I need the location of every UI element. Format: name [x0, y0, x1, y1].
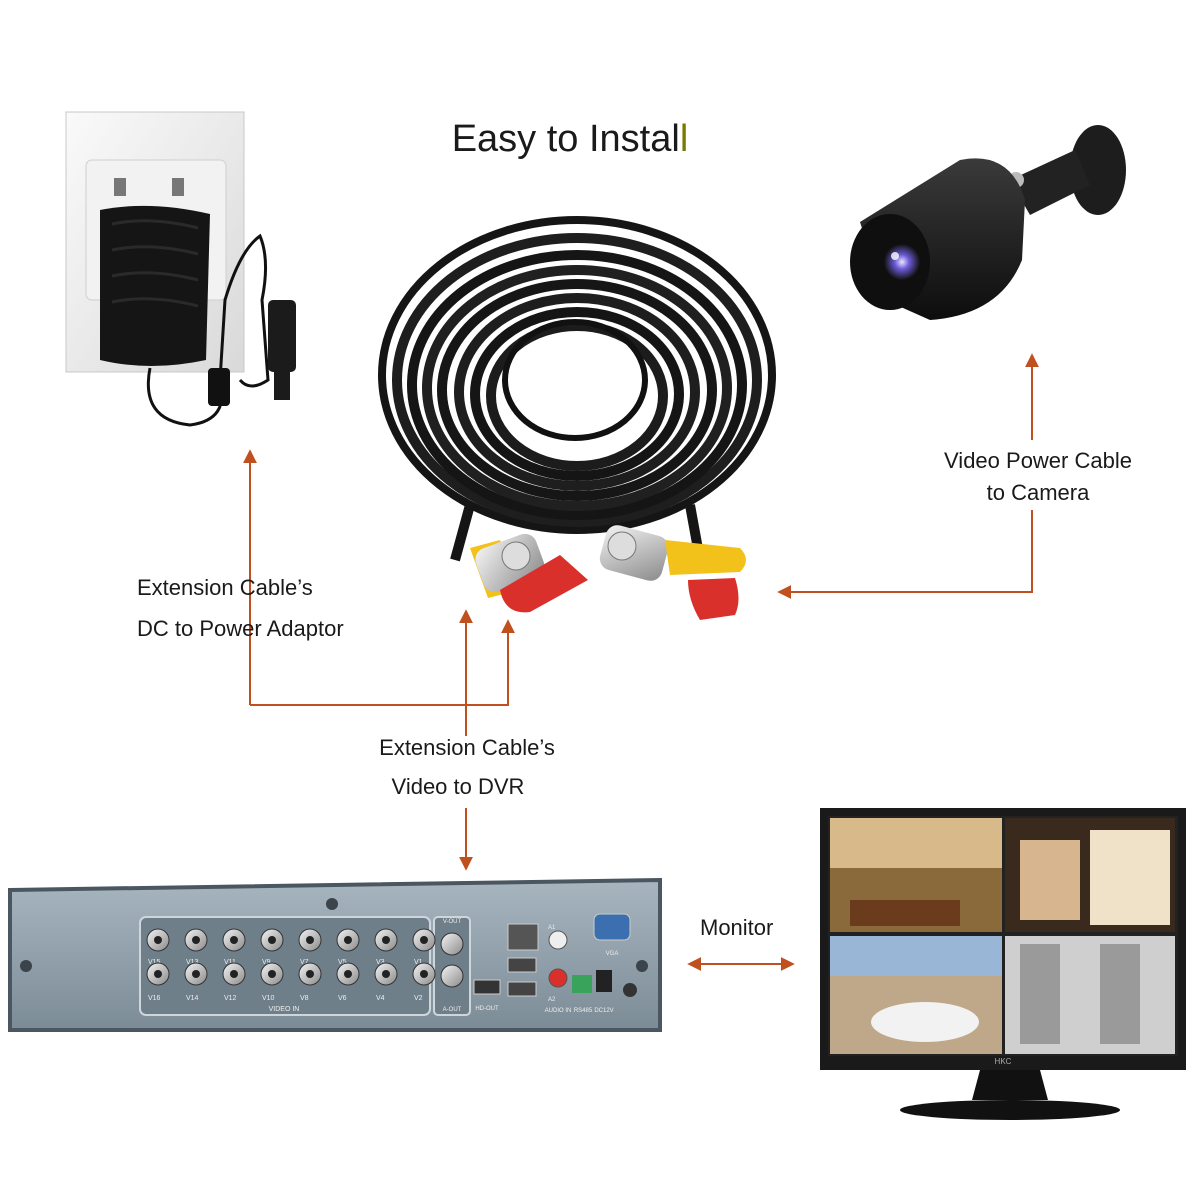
dvr-label-dc12v: DC12V: [594, 1008, 613, 1014]
cable-coil-image: [382, 220, 772, 620]
power-adaptor-image: [66, 112, 296, 425]
dvr-label-line2: Video to DVR: [358, 767, 558, 807]
output-bnc-connector: [441, 933, 463, 955]
bnc-connector-pin: [306, 936, 314, 944]
bnc-connector-pin: [230, 936, 238, 944]
bnc-connector-pin: [268, 936, 276, 944]
monitor-image: HKC: [820, 808, 1186, 1120]
bnc-connector-pin: [420, 970, 428, 978]
bnc-connector-pin: [192, 970, 200, 978]
dvr-label-rs485: RS485: [574, 1008, 593, 1014]
camera-image: [850, 125, 1126, 320]
bnc-connector-pin: [382, 970, 390, 978]
bnc-connector-pin: [344, 970, 352, 978]
bnc-connector-pin: [192, 936, 200, 944]
bnc-connector-pin: [154, 970, 162, 978]
dvr-label-v-out: V-OUT: [443, 919, 462, 925]
output-bnc-connector: [441, 965, 463, 987]
channel-label: V4: [376, 995, 385, 1002]
power-adaptor-label-line1: Extension Cable’s: [137, 568, 313, 608]
channel-label: V10: [262, 995, 275, 1002]
dvr-label-a2: A2: [548, 997, 556, 1003]
bnc-connector-pin: [268, 970, 276, 978]
bnc-connector-pin: [344, 936, 352, 944]
dvr-label-hd-out: HD-OUT: [475, 1006, 499, 1012]
dvr-label-line1: Extension Cable’s: [367, 728, 567, 768]
bnc-connector-pin: [306, 970, 314, 978]
bnc-connector-pin: [230, 970, 238, 978]
channel-label: V12: [224, 995, 237, 1002]
monitor-brand-label: HKC: [995, 1057, 1012, 1066]
bnc-connector-pin: [154, 936, 162, 944]
camera-label-line2: to Camera: [938, 473, 1138, 513]
dvr-label-a1: A1: [548, 925, 556, 931]
bnc-connector-pin: [420, 936, 428, 944]
channel-label: V8: [300, 995, 309, 1002]
dvr-label-video-in: VIDEO IN: [269, 1006, 300, 1013]
channel-label: V6: [338, 995, 347, 1002]
arrow-to-cable-plugs: [780, 510, 1032, 592]
dvr-label-audio-in: AUDIO IN: [545, 1008, 572, 1014]
channel-label: V16: [148, 995, 161, 1002]
dvr-label-vga: VGA: [606, 951, 619, 957]
channel-label: V14: [186, 995, 199, 1002]
bnc-connector-pin: [382, 936, 390, 944]
power-adaptor-label-line2: DC to Power Adaptor: [137, 609, 344, 649]
channel-label: V2: [414, 995, 423, 1002]
monitor-label: Monitor: [700, 908, 773, 948]
dvr-label-a-out: A-OUT: [443, 1007, 462, 1013]
